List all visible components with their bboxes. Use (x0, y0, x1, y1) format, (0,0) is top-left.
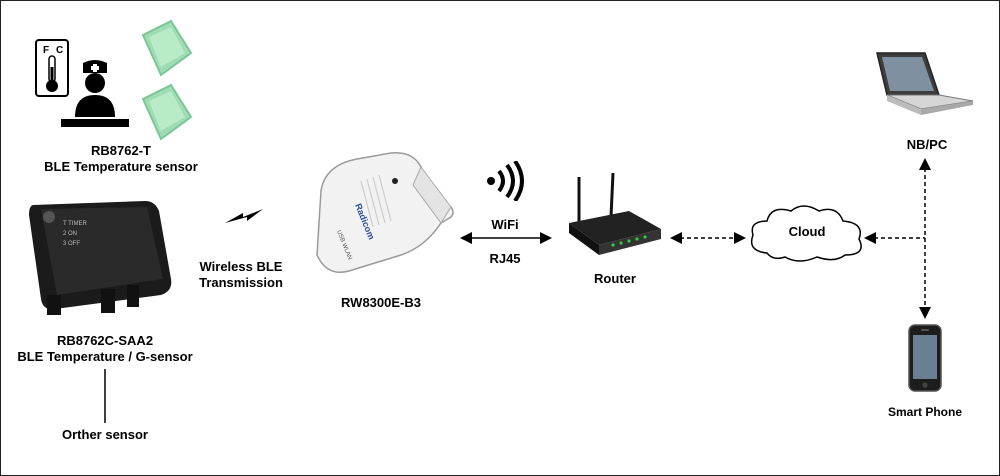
lightning-icon (225, 209, 263, 223)
sensor-switch-3: 3 OFF (63, 241, 80, 247)
nbpc-label: NB/PC (906, 137, 948, 152)
thermometer-icon: F C (35, 39, 69, 97)
wifi-label: WiFi (491, 217, 519, 232)
thermo-c-label: C (56, 45, 63, 56)
sensor-switch-2: 2 ON (63, 231, 77, 237)
laptop-icon (876, 52, 974, 115)
green-sensor-bottom (141, 83, 193, 141)
wifi-signal-icon (487, 161, 524, 201)
smartphone-label: Smart Phone (887, 405, 962, 419)
gateway-device: Radicom USB WLAN (316, 152, 454, 273)
gateway-label: RW8300E-B3 (341, 295, 421, 310)
green-sensor-top (141, 19, 193, 77)
cloud-icon (750, 205, 862, 262)
thermo-f-label: F (43, 45, 49, 56)
sensor-c-model: RB8762C-SAA2 (56, 333, 154, 348)
sensor-switch-1: T TIMER (63, 221, 87, 227)
nurse-icon (61, 60, 129, 127)
smartphone-icon (908, 324, 942, 392)
wireless-label-line1: Wireless BLE (199, 259, 283, 274)
router-label: Router (594, 271, 636, 286)
router-icon (569, 173, 661, 255)
wireless-label-line2: Transmission (199, 275, 283, 290)
cloud-label: Cloud (788, 224, 826, 239)
sensor-t-model: RB8762-T (91, 143, 151, 158)
rj45-label: RJ45 (489, 251, 521, 266)
sensor-t-desc: BLE Temperature sensor (44, 159, 198, 174)
other-sensor-label: Orther sensor (62, 427, 148, 442)
black-sensor-device: T TIMER 2 ON 3 OFF (29, 201, 172, 315)
sensor-c-desc: BLE Temperature / G-sensor (17, 349, 193, 364)
